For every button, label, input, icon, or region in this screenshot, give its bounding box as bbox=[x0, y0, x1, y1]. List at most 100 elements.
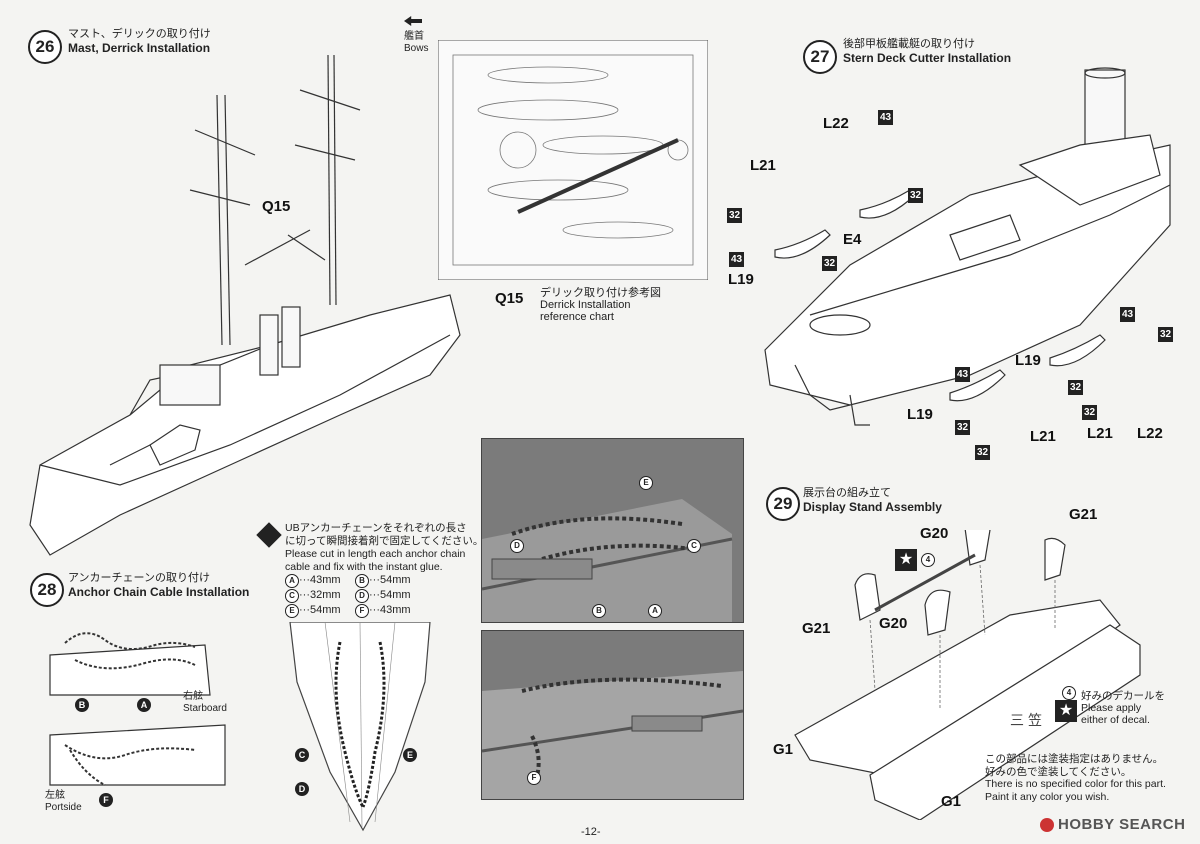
bows-en: Bows bbox=[404, 43, 429, 54]
chain-length-row: A···43mm B···54mm bbox=[285, 573, 411, 588]
length-marker: F bbox=[355, 604, 369, 618]
length-marker: E bbox=[285, 604, 299, 618]
step-27-title: 後部甲板艦載艇の取り付け Stern Deck Cutter Installat… bbox=[843, 38, 1011, 66]
length-marker: D bbox=[355, 589, 369, 603]
watermark: HOBBY SEARCH bbox=[1040, 816, 1185, 833]
step-26-number: 26 bbox=[28, 30, 62, 64]
photo-anchor-chain-bottom: F bbox=[481, 630, 744, 800]
photo-marker-e: E bbox=[639, 476, 653, 490]
step-26-title: マスト、デリックの取り付け Mast, Derrick Installation bbox=[68, 28, 211, 56]
decal-number: 4 bbox=[1062, 686, 1076, 700]
photo-marker-a: A bbox=[648, 604, 662, 618]
length-marker: B bbox=[355, 574, 369, 588]
step-27-label-l19a: L19 bbox=[728, 271, 754, 288]
bow-deck-chain-illustration bbox=[289, 622, 431, 832]
paint-note-jp1: この部品には塗装指定はありません。 bbox=[985, 753, 1164, 765]
starboard-jp: 右舷 bbox=[183, 691, 203, 702]
step-26-title-jp: マスト、デリックの取り付け bbox=[68, 28, 211, 40]
starboard-en: Starboard bbox=[183, 703, 227, 714]
length-marker: C bbox=[285, 589, 299, 603]
part-box-43: 43 bbox=[729, 252, 744, 267]
derrick-ref-text: デリック取り付け参考図 Derrick Installation referen… bbox=[540, 287, 661, 323]
step-27-number: 27 bbox=[803, 40, 837, 74]
decal-note-en2: either of decal. bbox=[1081, 714, 1150, 726]
bows-label: 艦首 Bows bbox=[404, 31, 428, 55]
decal-number: 4 bbox=[921, 553, 935, 567]
derrick-ref-part: Q15 bbox=[495, 290, 524, 307]
paint-note-en1: There is no specified color for this par… bbox=[985, 778, 1166, 790]
step-27-label-l21c: L21 bbox=[1087, 425, 1113, 442]
length-value: ···32mm bbox=[299, 589, 341, 601]
length-value: ···54mm bbox=[369, 589, 411, 601]
derrick-ref-en1: Derrick Installation bbox=[540, 299, 631, 311]
step-27-label-l21b: L21 bbox=[1030, 428, 1056, 445]
photo-marker-f: F bbox=[527, 771, 541, 785]
marker-c: C bbox=[295, 748, 309, 762]
chain-note-en1: Please cut in length each anchor chain bbox=[285, 548, 466, 560]
deck-plan-illustration bbox=[438, 40, 708, 280]
part-box-32: 32 bbox=[822, 256, 837, 271]
chain-note-en2: cable and fix with the instant glue. bbox=[285, 561, 443, 573]
step-29-label-g20b: G20 bbox=[879, 615, 908, 632]
chain-portside-illustration bbox=[49, 724, 226, 786]
portside-label: 左舷 Portside bbox=[45, 790, 82, 814]
paint-note: この部品には塗装指定はありません。 好みの色で塗装してください。 There i… bbox=[985, 753, 1166, 803]
step-26-part-q15: Q15 bbox=[262, 198, 291, 215]
step-29-label-g21a: G21 bbox=[1069, 506, 1098, 523]
step-29-label-g20a: G20 bbox=[920, 525, 949, 542]
chain-length-row: E···54mm F···43mm bbox=[285, 603, 411, 618]
portside-jp: 左舷 bbox=[45, 790, 65, 801]
step-27-title-jp: 後部甲板艦載艇の取り付け bbox=[843, 38, 975, 50]
display-stand-illustration bbox=[794, 530, 1141, 820]
part-box-43: 43 bbox=[955, 367, 970, 382]
decal-star-icon: ★ bbox=[1055, 700, 1077, 722]
marker-f: F bbox=[99, 793, 113, 807]
decal-star-icon: ★ bbox=[895, 549, 917, 571]
bows-jp: 艦首 bbox=[404, 31, 424, 42]
page-number: -12- bbox=[581, 826, 601, 838]
part-box-32: 32 bbox=[1068, 380, 1083, 395]
chain-lengths-table: A···43mm B···54mm C···32mm D···54mm E···… bbox=[285, 573, 411, 618]
paint-note-en2: Paint it any color you wish. bbox=[985, 790, 1110, 803]
step-29-label-g1b: G1 bbox=[941, 793, 962, 810]
part-box-32: 32 bbox=[1158, 327, 1173, 342]
part-box-32: 32 bbox=[908, 188, 923, 203]
decal-note-en1: Please apply bbox=[1081, 702, 1142, 714]
marker-b: B bbox=[75, 698, 89, 712]
stand-nameplate-text: 三笠 bbox=[1010, 712, 1046, 728]
length-value: ···43mm bbox=[299, 574, 341, 586]
chain-note-jp1: UBアンカーチェーンをそれぞれの長さ bbox=[285, 522, 467, 534]
marker-a: A bbox=[137, 698, 151, 712]
derrick-ref-jp: デリック取り付け参考図 bbox=[540, 287, 661, 299]
step-27-title-en: Stern Deck Cutter Installation bbox=[843, 51, 1012, 65]
step-27-label-l22a: L22 bbox=[823, 115, 849, 132]
part-box-32: 32 bbox=[955, 420, 970, 435]
chain-note-text: UBアンカーチェーンをそれぞれの長さ に切って瞬間接着剤で固定してください。 P… bbox=[285, 522, 483, 574]
step-29-number: 29 bbox=[766, 487, 800, 521]
part-box-32: 32 bbox=[1082, 405, 1097, 420]
marker-e: E bbox=[403, 748, 417, 762]
photo-marker-b: B bbox=[592, 604, 606, 618]
length-value: ···54mm bbox=[299, 604, 341, 616]
step-27-label-l22b: L22 bbox=[1137, 425, 1163, 442]
watermark-text: HOBBY SEARCH bbox=[1058, 816, 1186, 833]
chain-note-jp2: に切って瞬間接着剤で固定してください。 bbox=[285, 535, 484, 547]
step-28-title: アンカーチェーンの取り付け Anchor Chain Cable Install… bbox=[68, 572, 249, 600]
step-29-label-g21b: G21 bbox=[802, 620, 831, 637]
length-marker: A bbox=[285, 574, 299, 588]
length-value: ···43mm bbox=[369, 604, 411, 616]
step-26-title-en: Mast, Derrick Installation bbox=[68, 41, 211, 55]
portside-en: Portside bbox=[45, 802, 82, 813]
photo-anchor-chain-top: E D C B A bbox=[481, 438, 744, 623]
photo-marker-c: C bbox=[687, 539, 701, 553]
starboard-label: 右舷 Starboard bbox=[183, 691, 227, 715]
step-29-label-g1a: G1 bbox=[773, 741, 794, 758]
marker-d: D bbox=[295, 782, 309, 796]
part-box-43: 43 bbox=[878, 110, 893, 125]
step-28-number: 28 bbox=[30, 573, 64, 607]
step-28-title-jp: アンカーチェーンの取り付け bbox=[68, 572, 211, 584]
ship-mast-illustration bbox=[29, 54, 461, 556]
derrick-ref-en2: reference chart bbox=[540, 311, 614, 323]
step-29-title: 展示台の組み立て Display Stand Assembly bbox=[803, 487, 942, 515]
step-29-title-jp: 展示台の組み立て bbox=[803, 487, 891, 499]
